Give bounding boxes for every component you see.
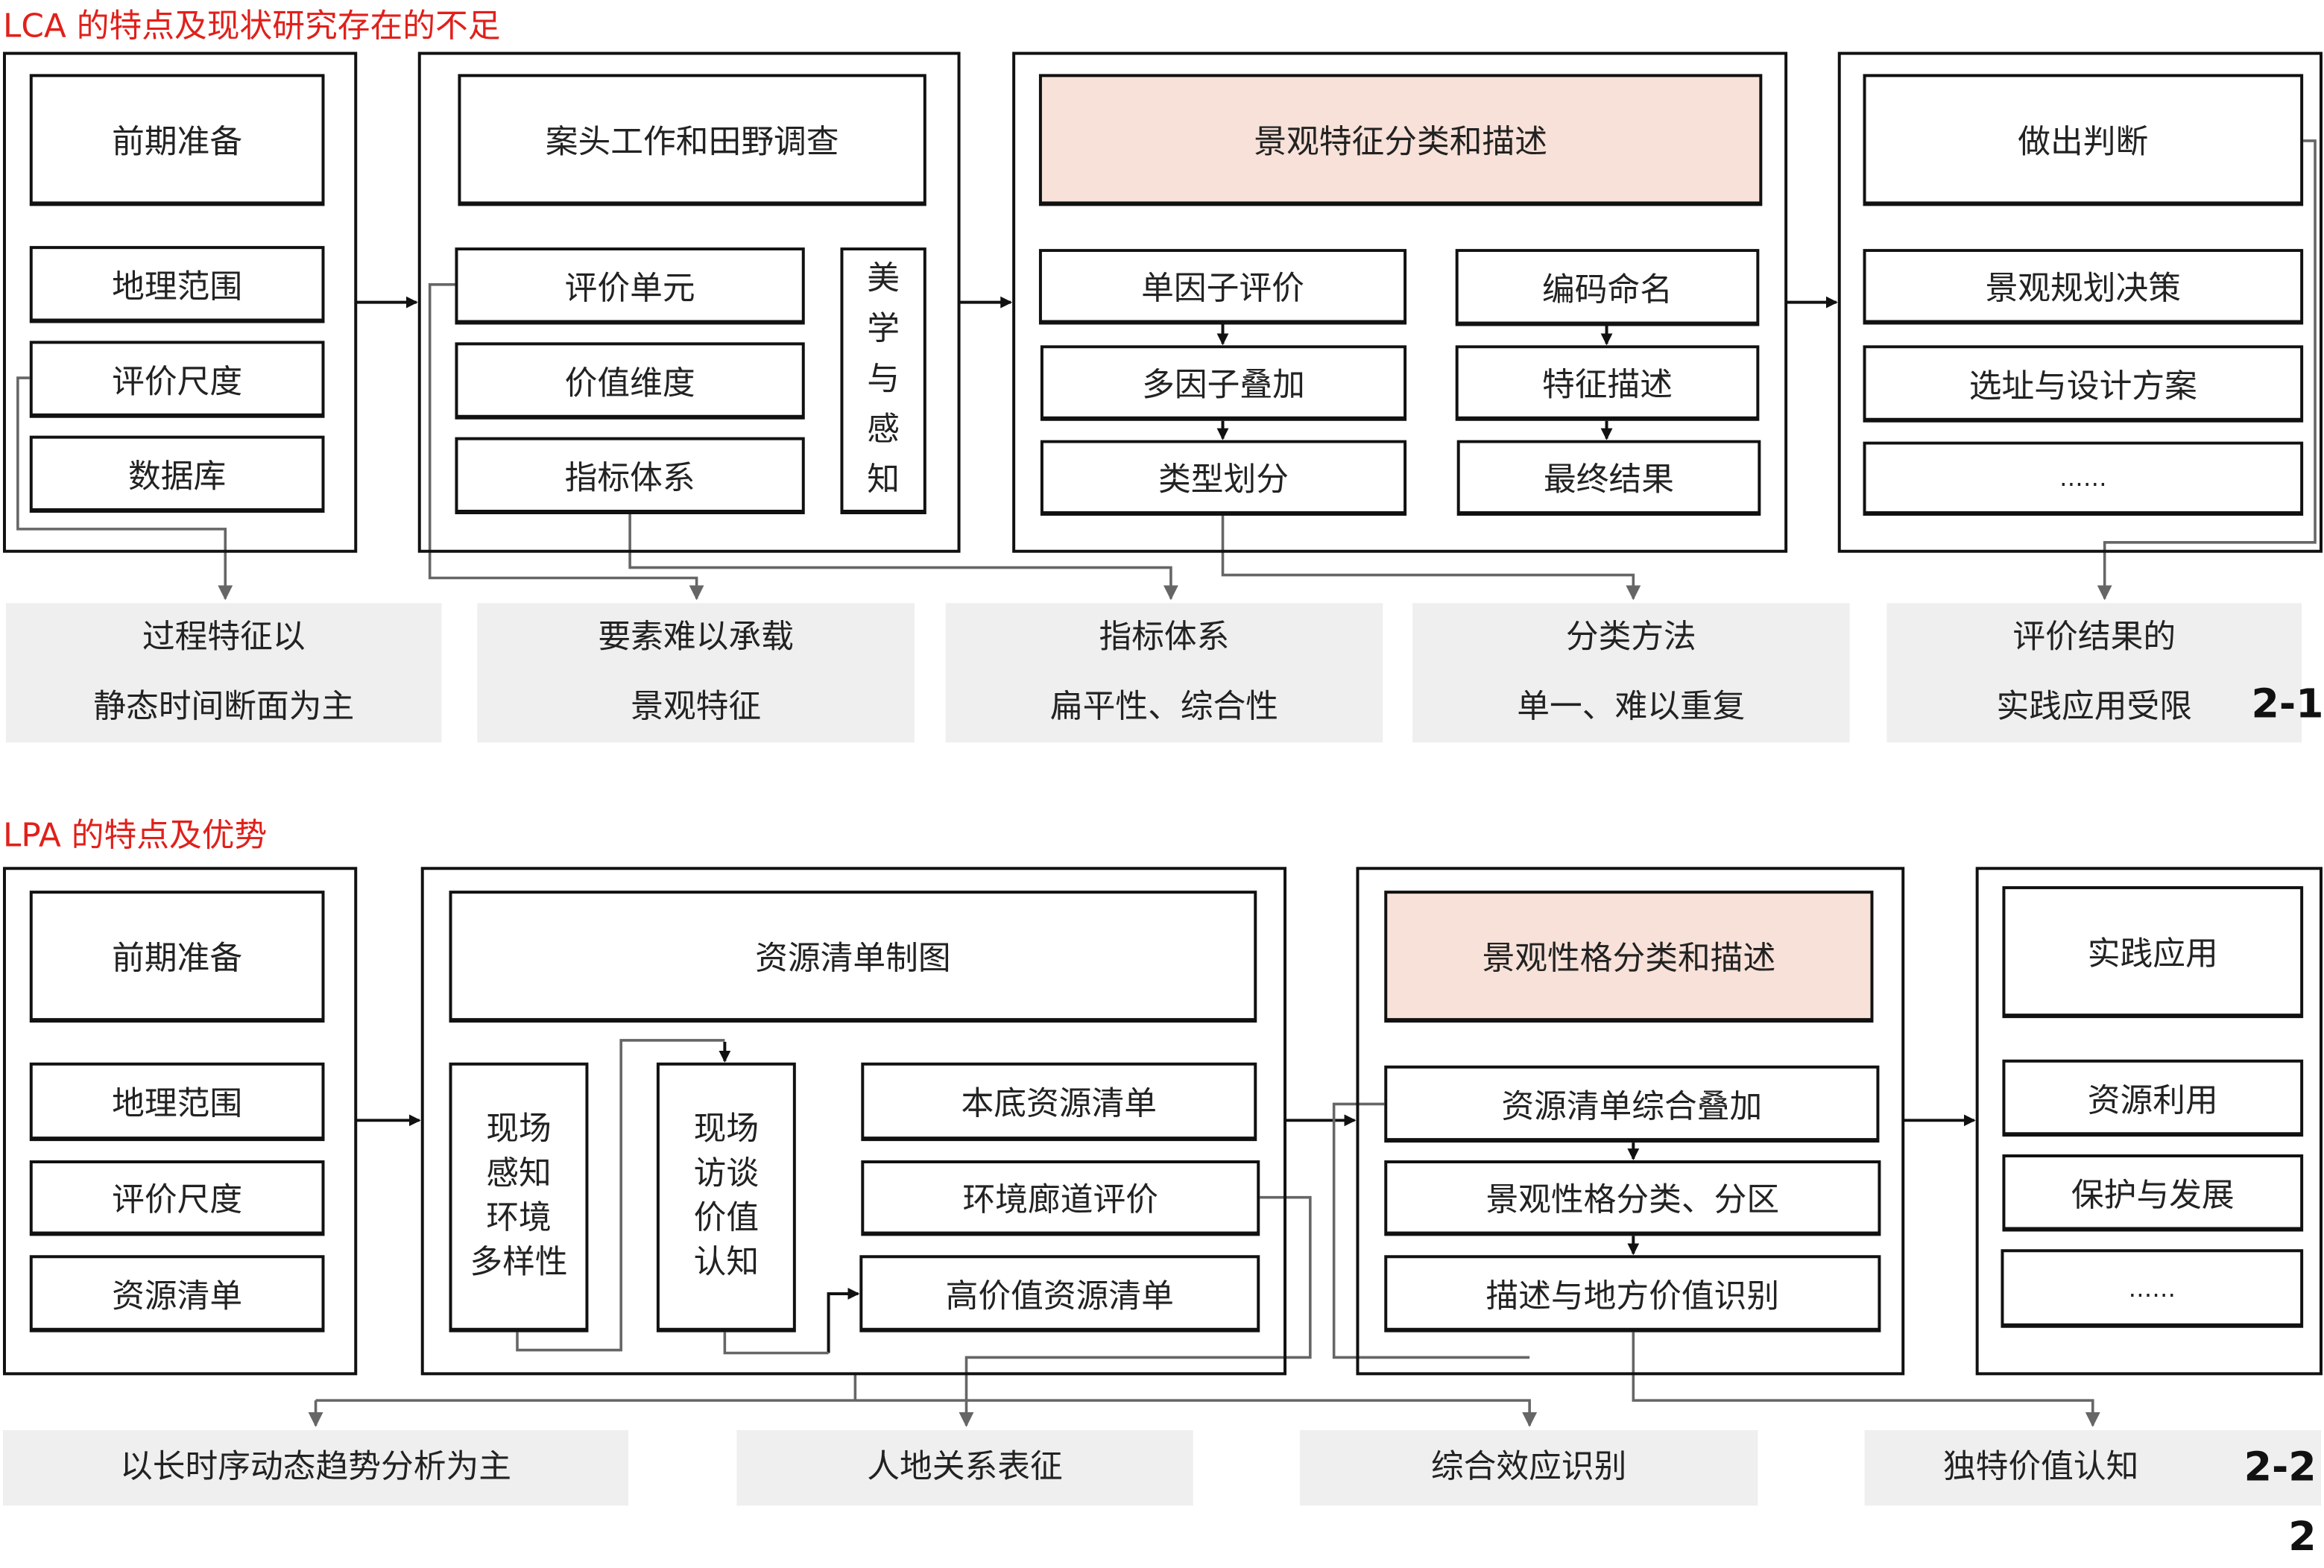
lca-classify-left-item: 多因子叠加 <box>1040 345 1407 421</box>
lca-desk-item: 价值维度 <box>455 342 805 420</box>
lca-issue: 过程特征以静态时间断面为主 <box>5 603 442 743</box>
lca-issue: 指标体系扁平性、综合性 <box>945 603 1383 743</box>
line: 现场 <box>693 1110 760 1148</box>
lca-aesthetics-box: 美 学 与 感 知 <box>840 247 926 515</box>
line: 感知 <box>486 1155 552 1192</box>
lpa-mapping-group <box>420 867 1287 1376</box>
lca-classify-right-item: 特征描述 <box>1455 345 1760 421</box>
lca-issue: 评价结果的实践应用受限 <box>1886 603 2302 743</box>
lpa-classify-item: 描述与地方价值识别 <box>1384 1255 1881 1333</box>
lca-desk-header: 案头工作和田野调查 <box>458 74 926 206</box>
lca-judge-item: 选址与设计方案 <box>1863 345 2304 423</box>
lca-judge-group <box>1837 51 2323 553</box>
lca-issue: 分类方法单一、难以重复 <box>1412 603 1850 743</box>
lpa-advantage: 以长时序动态趋势分析为主 <box>2 1429 629 1506</box>
section1-title: LCA 的特点及现状研究存在的不足 <box>2 8 501 46</box>
lca-prep-group <box>2 51 358 553</box>
lpa-classify-item: 资源清单综合叠加 <box>1384 1065 1880 1143</box>
line: 访谈 <box>693 1155 760 1192</box>
lpa-practice-header: 实践应用 <box>2002 886 2304 1019</box>
line: 分类方法 <box>1565 619 1696 657</box>
lpa-prep-header: 前期准备 <box>29 891 325 1023</box>
lca-desk-group <box>417 51 961 553</box>
line: 单一、难以重复 <box>1517 689 1746 727</box>
lpa-classify-header: 景观性格分类和描述 <box>1384 891 1874 1023</box>
lca-classify-right-item: 编码命名 <box>1455 249 1760 326</box>
lca-classify-right-item: 最终结果 <box>1456 440 1761 516</box>
line: 实践应用受限 <box>1996 689 2192 727</box>
lpa-prep-group <box>2 867 358 1376</box>
figure-label-2-1: 2-1 <box>2251 681 2324 728</box>
lca-classify-left-item: 单因子评价 <box>1038 249 1407 325</box>
lpa-classify-group <box>1356 867 1905 1376</box>
lca-classify-group <box>1012 51 1788 553</box>
lca-classify-left-item: 类型划分 <box>1040 440 1407 516</box>
lpa-mapping-header: 资源清单制图 <box>449 891 1257 1023</box>
lpa-mapping-item: 环境廊道评价 <box>861 1160 1260 1236</box>
char: 知 <box>867 461 900 499</box>
line: 要素难以承载 <box>598 619 794 657</box>
lpa-practice-item: 资源利用 <box>2002 1059 2304 1137</box>
lca-prep-item: 评价尺度 <box>29 341 325 418</box>
line: 环境 <box>486 1199 552 1237</box>
lca-judge-header: 做出判断 <box>1863 74 2304 206</box>
char: 学 <box>867 310 900 348</box>
lca-desk-item: 评价单元 <box>455 247 805 325</box>
lpa-field-perception-box: 现场 感知 环境 多样性 <box>449 1062 589 1333</box>
line: 认知 <box>693 1244 760 1282</box>
lca-prep-header: 前期准备 <box>29 74 325 206</box>
line: 过程特征以 <box>142 619 306 657</box>
char: 与 <box>867 361 900 398</box>
lpa-practice-item: …… <box>2001 1249 2304 1328</box>
line: 景观特征 <box>631 689 762 727</box>
line: 现场 <box>486 1110 552 1148</box>
lpa-practice-group <box>1975 867 2323 1376</box>
lpa-practice-item: 保护与发展 <box>2002 1154 2304 1232</box>
lpa-field-interview-box: 现场 访谈 价值 认知 <box>656 1062 796 1333</box>
lpa-classify-item: 景观性格分类、分区 <box>1384 1160 1881 1236</box>
line: 价值 <box>693 1199 760 1237</box>
lca-classify-header: 景观特征分类和描述 <box>1038 74 1763 206</box>
char: 美 <box>867 259 900 297</box>
page-number: 2 <box>2288 1514 2317 1561</box>
line: 指标体系 <box>1099 619 1230 657</box>
lpa-advantage: 独特价值认知 <box>1864 1429 2321 1506</box>
char: 感 <box>867 411 900 449</box>
lpa-advantage: 综合效应识别 <box>1299 1429 1758 1506</box>
figure-label-2-2: 2-2 <box>2244 1444 2317 1491</box>
section2-title: LPA 的特点及优势 <box>2 818 268 856</box>
lca-prep-item: 地理范围 <box>29 246 325 323</box>
lpa-prep-item: 资源清单 <box>29 1255 325 1333</box>
lpa-advantage: 人地关系表征 <box>736 1429 1193 1506</box>
lpa-prep-item: 地理范围 <box>29 1062 325 1142</box>
lca-desk-item: 指标体系 <box>455 437 805 515</box>
line: 静态时间断面为主 <box>93 689 355 727</box>
line: 评价结果的 <box>2012 619 2176 657</box>
lca-issue: 要素难以承载景观特征 <box>477 603 915 743</box>
line: 扁平性、综合性 <box>1049 689 1279 727</box>
lpa-prep-item: 评价尺度 <box>29 1160 325 1236</box>
lpa-mapping-item: 高价值资源清单 <box>859 1255 1260 1333</box>
lca-judge-item: …… <box>1863 441 2304 516</box>
lpa-mapping-item: 本底资源清单 <box>861 1062 1257 1142</box>
lca-prep-item: 数据库 <box>29 435 325 513</box>
line: 多样性 <box>470 1244 568 1282</box>
lca-judge-item: 景观规划决策 <box>1863 249 2304 325</box>
